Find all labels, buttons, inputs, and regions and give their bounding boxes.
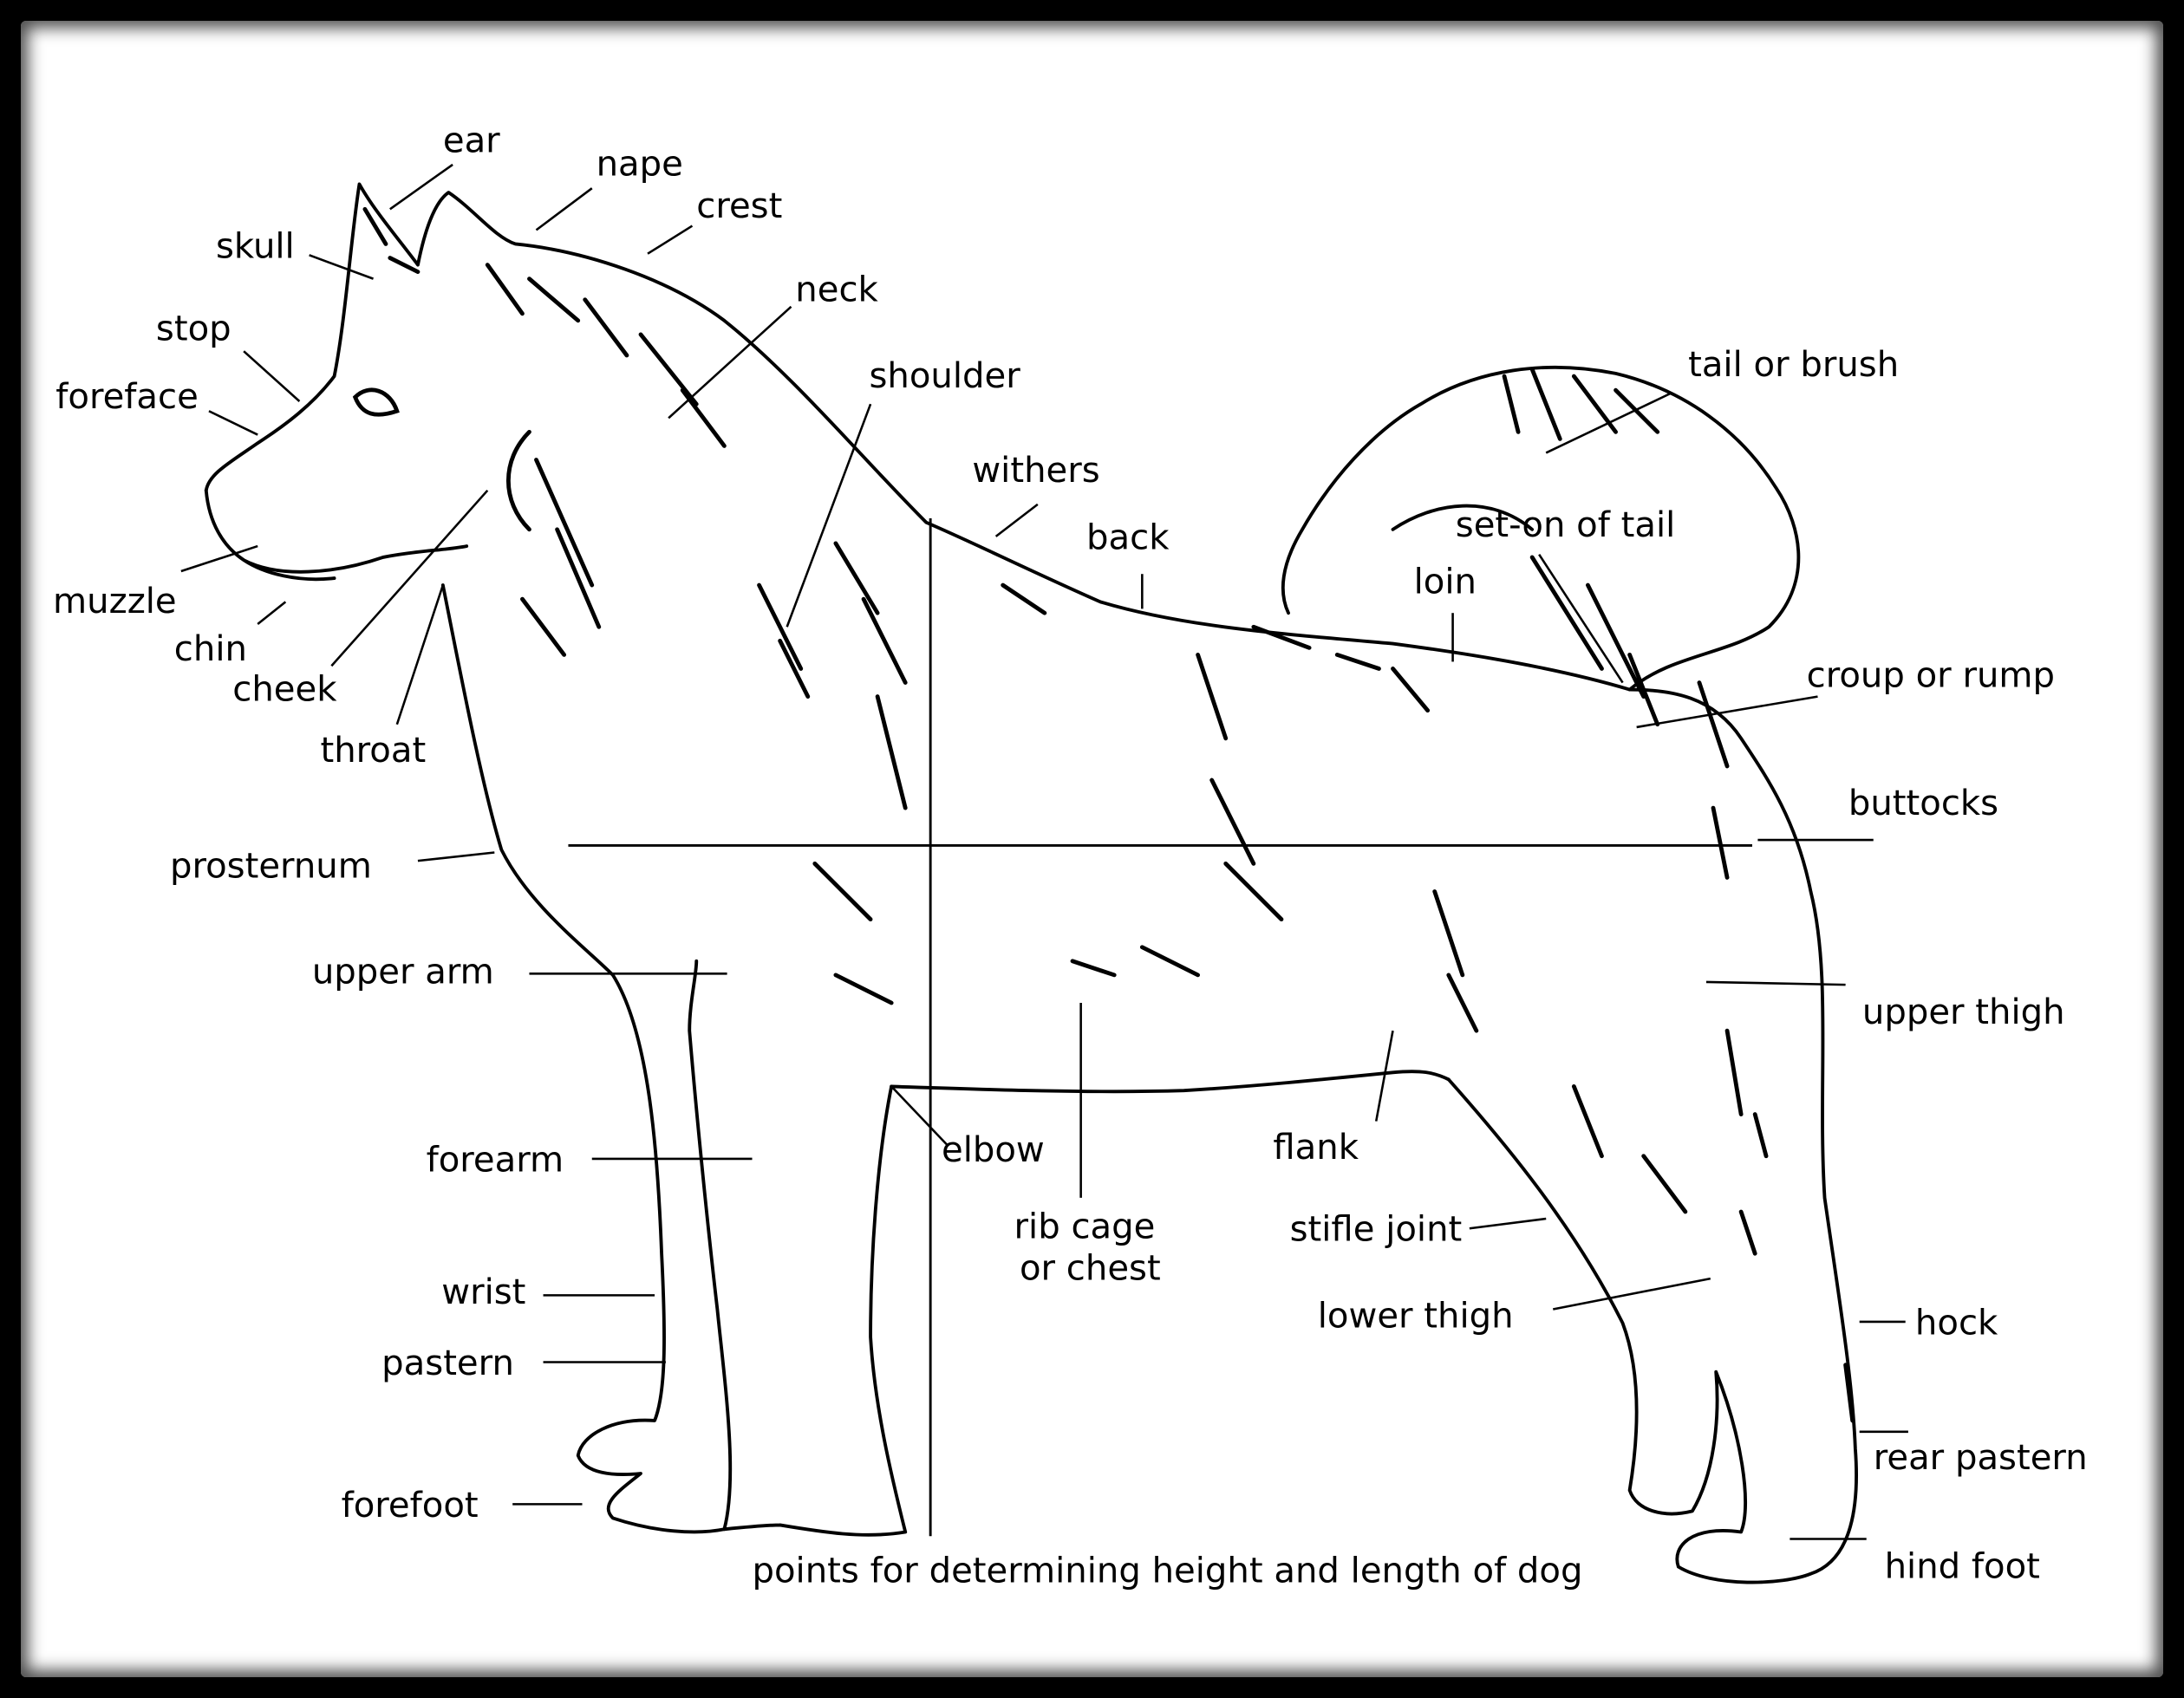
dog-outline-tail	[1281, 365, 1801, 692]
label-stop: stop	[156, 309, 231, 348]
label-chin: chin	[174, 629, 247, 669]
label-neck: neck	[795, 270, 878, 309]
label-back: back	[1086, 517, 1170, 557]
label-upper-arm: upper arm	[312, 953, 494, 992]
label-set-on-of-tail: set-on of tail	[1456, 505, 1676, 545]
label-forefoot: forefoot	[342, 1486, 479, 1526]
dog-outline-belly	[890, 1070, 1451, 1094]
label-hock: hock	[1915, 1303, 1998, 1343]
label-stifle-joint: stifle joint	[1290, 1210, 1463, 1250]
diagram-paper	[21, 21, 2163, 1677]
label-throat: throat	[320, 731, 426, 771]
label-forearm: forearm	[427, 1140, 564, 1180]
leader-lines	[180, 163, 1908, 1540]
label-tail: tail or brush	[1688, 345, 1899, 385]
label-nape: nape	[597, 145, 683, 185]
label-hind-foot: hind foot	[1885, 1547, 2040, 1587]
label-pastern: pastern	[381, 1343, 514, 1383]
label-rib-cage: rib cage	[1014, 1207, 1156, 1247]
label-foreface: foreface	[55, 377, 199, 417]
dog-outline-chest-front-leg	[440, 583, 733, 1534]
label-prosternum: prosternum	[170, 846, 372, 886]
dog-outline-foreleg-inner	[722, 1084, 908, 1537]
label-skull: skull	[216, 227, 295, 267]
label-crest: crest	[696, 186, 782, 226]
label-flank: flank	[1273, 1128, 1359, 1168]
dog-outline-muzzle	[204, 488, 469, 582]
label-loin: loin	[1414, 563, 1477, 602]
dog-illustration	[204, 182, 1858, 1584]
label-shoulder: shoulder	[869, 356, 1020, 396]
label-withers: withers	[972, 451, 1099, 491]
label-ear: ear	[443, 120, 500, 160]
dog-outline-hind-legs	[1446, 687, 1858, 1584]
diagram-caption: points for determining height and length…	[753, 1551, 1583, 1591]
label-or-chest: or chest	[1020, 1249, 1161, 1289]
label-wrist: wrist	[441, 1272, 525, 1312]
label-lower-thigh: lower thigh	[1318, 1296, 1514, 1336]
label-buttocks: buttocks	[1848, 784, 1998, 823]
dog-outline-head-neck-back	[204, 182, 1632, 692]
label-upper-thigh: upper thigh	[1862, 992, 2065, 1032]
label-rear-pastern: rear pastern	[1874, 1438, 2088, 1478]
label-cheek: cheek	[232, 669, 337, 709]
fur-texture	[352, 206, 1855, 1423]
part-labels: ear nape crest skull neck stop foreface …	[53, 120, 2088, 1591]
label-muzzle: muzzle	[53, 582, 177, 621]
label-croup: croup or rump	[1807, 655, 2055, 695]
label-elbow: elbow	[942, 1130, 1045, 1170]
